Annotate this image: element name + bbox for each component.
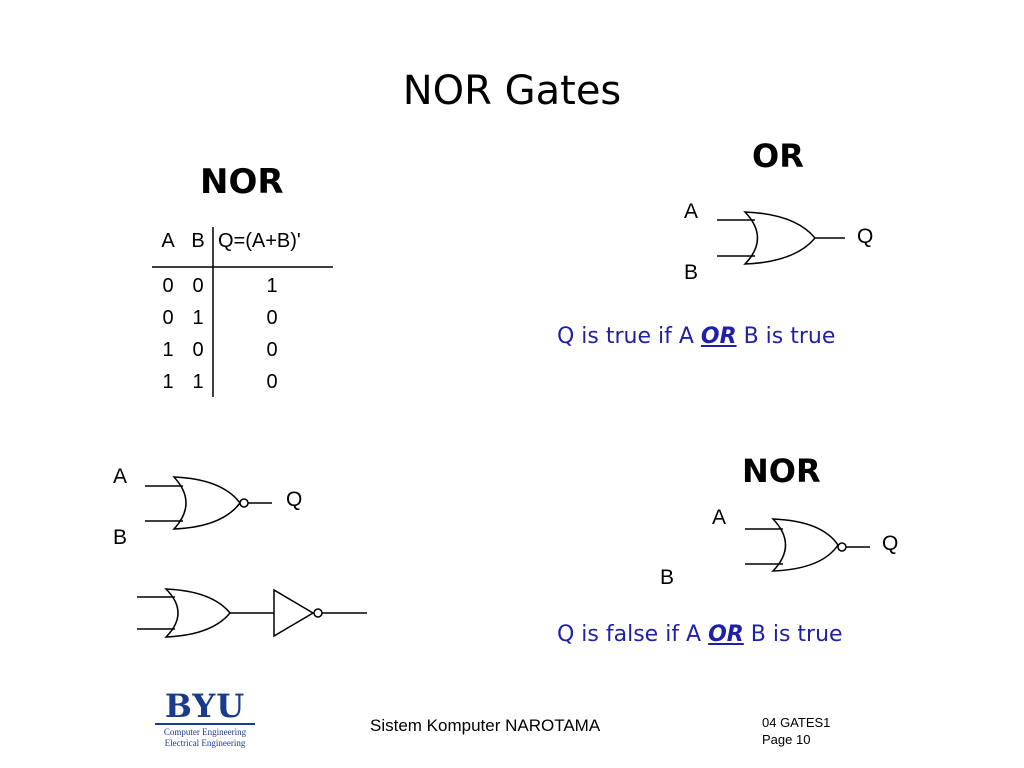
- truth-table-header-b: B: [191, 230, 205, 252]
- truth-table-cell: 1: [162, 371, 174, 393]
- truth-table-cell: 0: [162, 307, 174, 329]
- nor-section-input-a-label: A: [712, 506, 727, 529]
- slide-title: NOR Gates: [402, 68, 622, 114]
- logo-rule: [155, 723, 255, 725]
- or-statement-prefix: Q is true if A: [557, 324, 701, 349]
- nor-section-inversion-bubble: [837, 542, 847, 552]
- footer-center-text: Sistem Komputer NAROTAMA: [370, 716, 601, 735]
- equivalent-inversion-bubble: [313, 608, 323, 618]
- footer-right-line-1: 04 GATES1: [762, 715, 831, 730]
- nor-section-gate-symbol: [745, 518, 870, 572]
- or-input-a-label: A: [684, 200, 699, 223]
- byu-logo: BYU Computer Engineering Electrical Engi…: [155, 690, 255, 750]
- nor-statement: Q is false if A OR B is true: [557, 622, 843, 647]
- truth-table-cell: 1: [192, 307, 204, 329]
- nor-heading: NOR: [200, 162, 284, 202]
- nor-symbol-input-b-label: B: [113, 526, 128, 549]
- nor-symbol-output-label: Q: [286, 488, 303, 511]
- nor-symbol-input-a-label: A: [113, 465, 128, 488]
- or-output-label: Q: [857, 225, 874, 248]
- truth-table-header-q: Q=(A+B)': [218, 230, 301, 252]
- or-statement: Q is true if A OR B is true: [557, 324, 835, 349]
- truth-table-cell: 0: [192, 339, 204, 361]
- nor-statement-prefix: Q is false if A: [557, 622, 709, 647]
- footer-right-line-2: Page 10: [762, 732, 811, 747]
- or-heading: OR: [752, 137, 804, 175]
- truth-table-cell: 1: [192, 371, 204, 393]
- equivalent-or-gate: [164, 588, 231, 638]
- truth-table-cell: 0: [162, 275, 174, 297]
- truth-table-cell: 0: [266, 307, 278, 329]
- nor-section-heading: NOR: [742, 452, 821, 490]
- truth-table-cell: 1: [162, 339, 174, 361]
- nor-gate-symbol: [145, 476, 272, 530]
- or-statement-suffix: B is true: [736, 324, 836, 349]
- truth-table-cell: 0: [192, 275, 204, 297]
- nor-statement-emphasis: OR: [708, 622, 744, 647]
- nor-section-output-label: Q: [882, 532, 899, 555]
- nor-section-input-b-label: B: [660, 566, 675, 589]
- truth-table-cell: 0: [266, 371, 278, 393]
- logo-main-text: BYU: [164, 687, 246, 725]
- or-not-equivalent-symbol: [137, 588, 367, 638]
- or-input-b-label: B: [684, 261, 699, 284]
- truth-table-header-a: A: [161, 230, 175, 252]
- nor-statement-suffix: B is true: [743, 622, 843, 647]
- truth-table-cell: 0: [266, 339, 278, 361]
- truth-table-cell: 1: [266, 275, 278, 297]
- logo-line-2: Electrical Engineering: [164, 738, 246, 748]
- logo-line-1: Computer Engineering: [163, 727, 247, 737]
- or-gate-symbol: [717, 211, 845, 265]
- equivalent-not-gate: [273, 588, 315, 638]
- or-statement-emphasis: OR: [700, 324, 737, 349]
- nor-gate-inversion-bubble: [239, 498, 249, 508]
